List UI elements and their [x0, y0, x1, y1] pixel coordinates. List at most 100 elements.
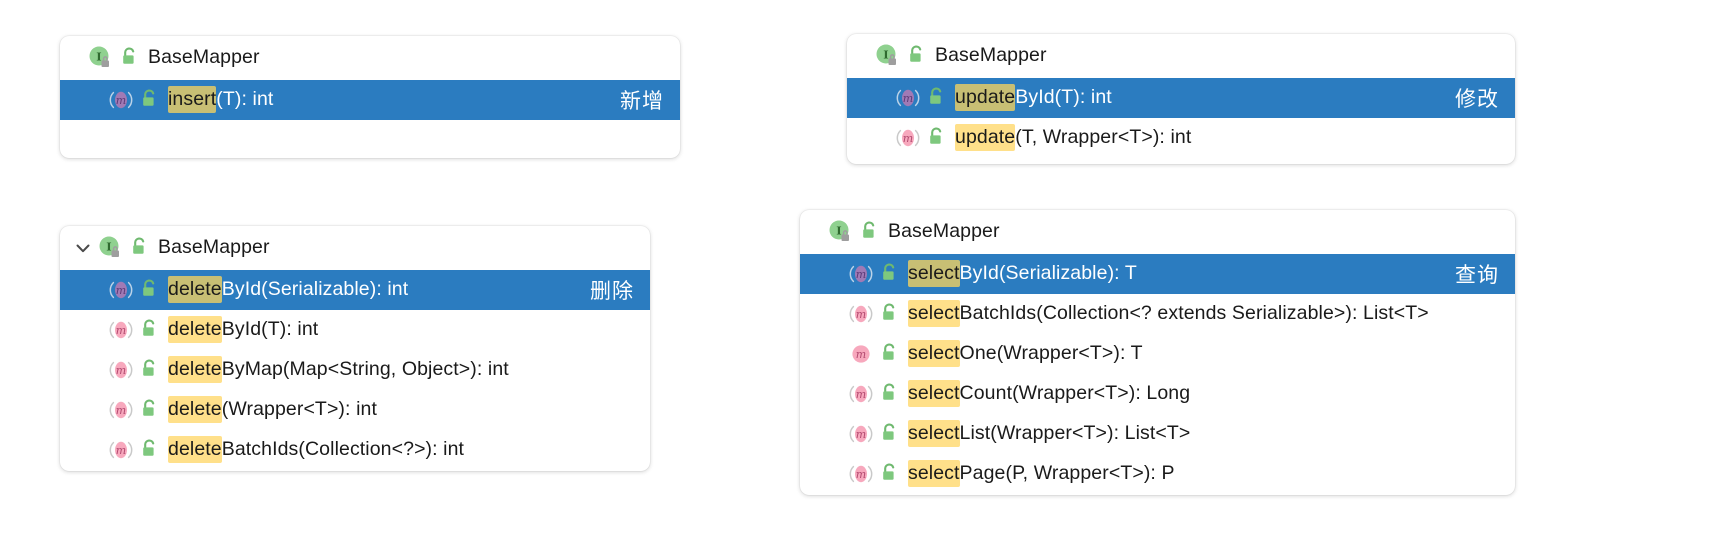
select-panel[interactable]: BaseMapper select ById(Serializable): T 查询 s…	[800, 210, 1515, 495]
delete-panel-type-name: BaseMapper	[158, 236, 270, 259]
delete-panel-header[interactable]: BaseMapper	[60, 226, 650, 270]
method-solid-icon	[848, 341, 874, 367]
method-signature-rest: (T): int	[216, 88, 274, 111]
public-unlock-icon	[139, 398, 161, 422]
public-unlock-icon	[139, 318, 161, 342]
method-signature: delete(Wrapper<T>): int	[168, 396, 377, 424]
public-unlock-icon	[139, 358, 161, 382]
method-icon	[848, 261, 874, 287]
method-row[interactable]: selectBatchIds(Collection<? extends Seri…	[800, 294, 1515, 334]
method-icon	[895, 85, 921, 111]
method-signature: update(T, Wrapper<T>): int	[955, 124, 1192, 152]
crud-annotation-label: 删除	[590, 279, 634, 303]
method-signature: deleteBatchIds(Collection<?>): int	[168, 436, 465, 464]
method-row[interactable]: deleteByMap(Map<String, Object>): int	[60, 350, 650, 390]
method-signature: selectPage(P, Wrapper<T>): P	[908, 460, 1175, 488]
method-row[interactable]: updateById(T): int 修改	[847, 78, 1515, 118]
method-name-highlight: delete	[168, 396, 222, 424]
method-name-highlight: update	[955, 84, 1016, 112]
method-name-highlight: delete	[168, 316, 222, 344]
method-row[interactable]: delete(Wrapper<T>): int	[60, 390, 650, 430]
method-row[interactable]: update(T, Wrapper<T>): int	[847, 118, 1515, 158]
method-icon	[848, 461, 874, 487]
update-panel-header[interactable]: BaseMapper	[847, 34, 1515, 78]
public-unlock-icon	[879, 422, 901, 446]
method-signature: selectOne(Wrapper<T>): T	[908, 340, 1143, 368]
interface-icon	[88, 45, 114, 71]
public-unlock-icon	[859, 220, 881, 244]
method-signature-rest: Count(Wrapper<T>): Long	[959, 382, 1191, 405]
method-signature-rest: List(Wrapper<T>): List<T>	[959, 422, 1191, 445]
interface-icon	[875, 43, 901, 69]
method-row[interactable]: selectOne(Wrapper<T>): T	[800, 334, 1515, 374]
method-signature-rest: ById(Serializable): T	[959, 262, 1137, 285]
public-unlock-icon	[879, 342, 901, 366]
public-unlock-icon	[879, 382, 901, 406]
method-signature-rest: ByMap(Map<String, Object>): int	[221, 358, 509, 381]
method-name-highlight: delete	[168, 356, 222, 384]
method-icon	[108, 357, 134, 383]
method-signature-rest: ById(T): int	[221, 318, 319, 341]
public-unlock-icon	[129, 236, 151, 260]
insert-panel-header[interactable]: BaseMapper	[60, 36, 680, 80]
method-icon	[848, 421, 874, 447]
method-signature: selectList(Wrapper<T>): List<T>	[908, 420, 1191, 448]
method-row[interactable]: deleteBatchIds(Collection<?>): int	[60, 430, 650, 470]
method-signature: deleteByMap(Map<String, Object>): int	[168, 356, 509, 384]
method-name-highlight: insert	[168, 86, 217, 114]
panel-empty-area	[60, 120, 680, 142]
delete-panel[interactable]: BaseMapper deleteById(Serializable): int 删…	[60, 226, 650, 471]
public-unlock-icon	[139, 88, 161, 112]
method-row[interactable]: deleteById(T): int	[60, 310, 650, 350]
method-row[interactable]: selectCount(Wrapper<T>): Long	[800, 374, 1515, 414]
method-signature: deleteById(T): int	[168, 316, 319, 344]
method-row[interactable]: deleteById(Serializable): int 删除	[60, 270, 650, 310]
method-signature-rest: BatchIds(Collection<? extends Serializab…	[959, 302, 1429, 325]
method-icon	[108, 397, 134, 423]
public-unlock-icon	[879, 302, 901, 326]
interface-icon	[98, 235, 124, 261]
public-unlock-icon	[139, 438, 161, 462]
crud-annotation-label: 新增	[620, 89, 664, 113]
method-row[interactable]: selectPage(P, Wrapper<T>): P	[800, 454, 1515, 494]
method-signature-rest: One(Wrapper<T>): T	[959, 342, 1143, 365]
method-signature: updateById(T): int	[955, 84, 1112, 112]
method-name-highlight: select	[908, 340, 960, 368]
select-panel-header[interactable]: BaseMapper	[800, 210, 1515, 254]
crud-annotation-label: 修改	[1455, 87, 1499, 111]
method-signature-rest: (T, Wrapper<T>): int	[1015, 126, 1192, 149]
method-signature: deleteById(Serializable): int	[168, 276, 408, 304]
public-unlock-icon	[926, 86, 948, 110]
method-name-highlight: select	[908, 460, 960, 488]
crud-annotation-label: 查询	[1455, 263, 1499, 287]
update-panel-type-name: BaseMapper	[935, 44, 1047, 67]
method-signature-rest: ById(T): int	[1015, 86, 1112, 109]
method-name-highlight: select	[908, 300, 960, 328]
method-row[interactable]: insert(T): int 新增	[60, 80, 680, 120]
method-name-highlight: select	[908, 380, 960, 408]
public-unlock-icon	[906, 44, 928, 68]
method-signature-rest: Page(P, Wrapper<T>): P	[959, 462, 1175, 485]
method-row[interactable]: selectList(Wrapper<T>): List<T>	[800, 414, 1515, 454]
public-unlock-icon	[879, 262, 901, 286]
method-icon	[108, 87, 134, 113]
method-icon	[108, 437, 134, 463]
public-unlock-icon	[119, 46, 141, 70]
insert-panel[interactable]: BaseMapper insert(T): int 新增	[60, 36, 680, 158]
method-signature: insert(T): int	[168, 86, 274, 114]
method-icon	[108, 277, 134, 303]
method-name-highlight: delete	[168, 276, 222, 304]
method-signature: selectBatchIds(Collection<? extends Seri…	[908, 300, 1429, 328]
interface-icon	[828, 219, 854, 245]
method-name-highlight: update	[955, 124, 1016, 152]
insert-panel-type-name: BaseMapper	[148, 46, 260, 69]
method-name-highlight: delete	[168, 436, 222, 464]
method-name-highlight: select	[908, 420, 960, 448]
chevron-down-icon[interactable]	[70, 235, 96, 261]
method-signature-rest: BatchIds(Collection<?>): int	[221, 438, 465, 461]
public-unlock-icon	[879, 462, 901, 486]
public-unlock-icon	[926, 126, 948, 150]
method-icon	[108, 317, 134, 343]
